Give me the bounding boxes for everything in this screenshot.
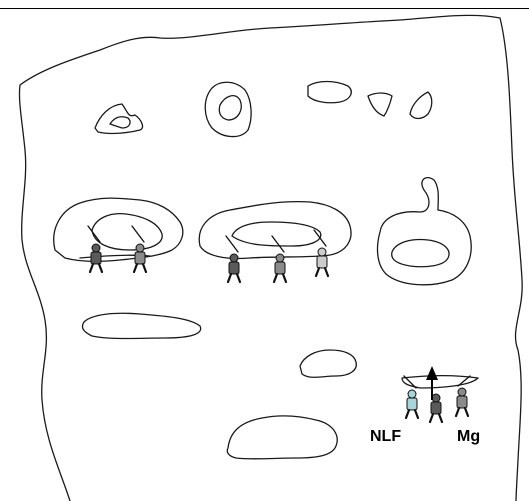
- small-region-2-inner: [218, 95, 242, 121]
- person-figure-icon: [271, 235, 288, 284]
- nlf-label: NLF: [370, 428, 402, 445]
- person-figure-icon: [225, 235, 242, 284]
- person-figure-icon: [454, 375, 471, 418]
- right-region: [376, 176, 472, 286]
- region-boundary: [18, 14, 523, 501]
- mid-region: [299, 349, 357, 378]
- small-region-5: [409, 91, 433, 120]
- arrow-up-icon: [426, 366, 438, 400]
- person-figure-icon: [87, 225, 104, 274]
- person-figure-icon: [313, 229, 330, 278]
- top-border-line: [0, 8, 529, 9]
- person-figure-icon: [403, 375, 420, 420]
- person-figure-icon: [131, 225, 148, 274]
- small-region-1-inner: [109, 116, 131, 129]
- person-figure-icon: [428, 393, 444, 424]
- bottom-region: [226, 415, 338, 460]
- small-region-1: [94, 103, 144, 135]
- right-region-inner: [391, 238, 450, 268]
- group-region-2: [198, 200, 352, 260]
- mg-label: Mg: [457, 428, 481, 445]
- group-region-1: [53, 197, 184, 262]
- group-region-1-inner: [91, 212, 163, 251]
- small-region-2: [204, 81, 252, 138]
- small-region-3: [307, 80, 352, 104]
- group-region-2-inner: [231, 221, 322, 247]
- small-region-4: [367, 92, 393, 117]
- mid-left-region: [81, 312, 202, 340]
